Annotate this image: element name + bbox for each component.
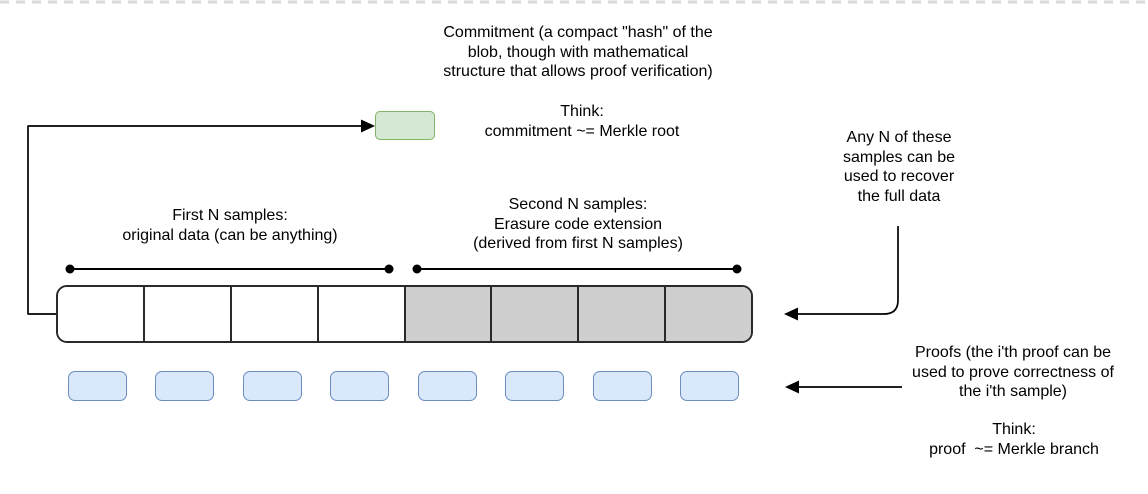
any-n-note-label: Any N of these samples can be used to re… bbox=[842, 129, 956, 206]
proofs-row bbox=[68, 371, 739, 402]
commitment-note-label: Commitment (a compact "hash" of the blob… bbox=[443, 24, 713, 81]
proof-box bbox=[68, 371, 127, 401]
proof-box bbox=[679, 371, 739, 401]
sample-cell-extension bbox=[403, 287, 491, 341]
proof-box bbox=[505, 371, 565, 401]
proofs-note-label: Proofs (the i'th proof can be used to pr… bbox=[912, 344, 1114, 401]
proof-think-label: Think: proof ~= Merkle branch bbox=[929, 421, 1099, 458]
sample-cell-original bbox=[58, 287, 143, 341]
first-n-samples-label: First N samples: original data (can be a… bbox=[122, 207, 338, 244]
second-n-bracket bbox=[412, 264, 742, 274]
sample-cell-extension bbox=[577, 287, 665, 341]
commitment-box bbox=[375, 111, 435, 140]
commitment-think-label: Think: commitment ~= Merkle root bbox=[484, 103, 680, 140]
proof-box bbox=[592, 371, 652, 401]
proof-box bbox=[417, 371, 477, 401]
first-n-bracket bbox=[65, 264, 394, 274]
proof-box bbox=[242, 371, 302, 401]
sample-cell-original bbox=[229, 287, 317, 341]
blob-samples-bar bbox=[56, 285, 753, 343]
sample-cell-original bbox=[316, 287, 404, 341]
sample-cell-original bbox=[142, 287, 230, 341]
arrow-recover-note-to-blob-icon bbox=[784, 226, 899, 321]
proof-box bbox=[330, 371, 390, 401]
sample-cell-extension bbox=[664, 287, 751, 341]
second-n-samples-label: Second N samples: Erasure code extension… bbox=[473, 196, 683, 253]
proof-box bbox=[155, 371, 215, 401]
sample-cell-extension bbox=[490, 287, 578, 341]
